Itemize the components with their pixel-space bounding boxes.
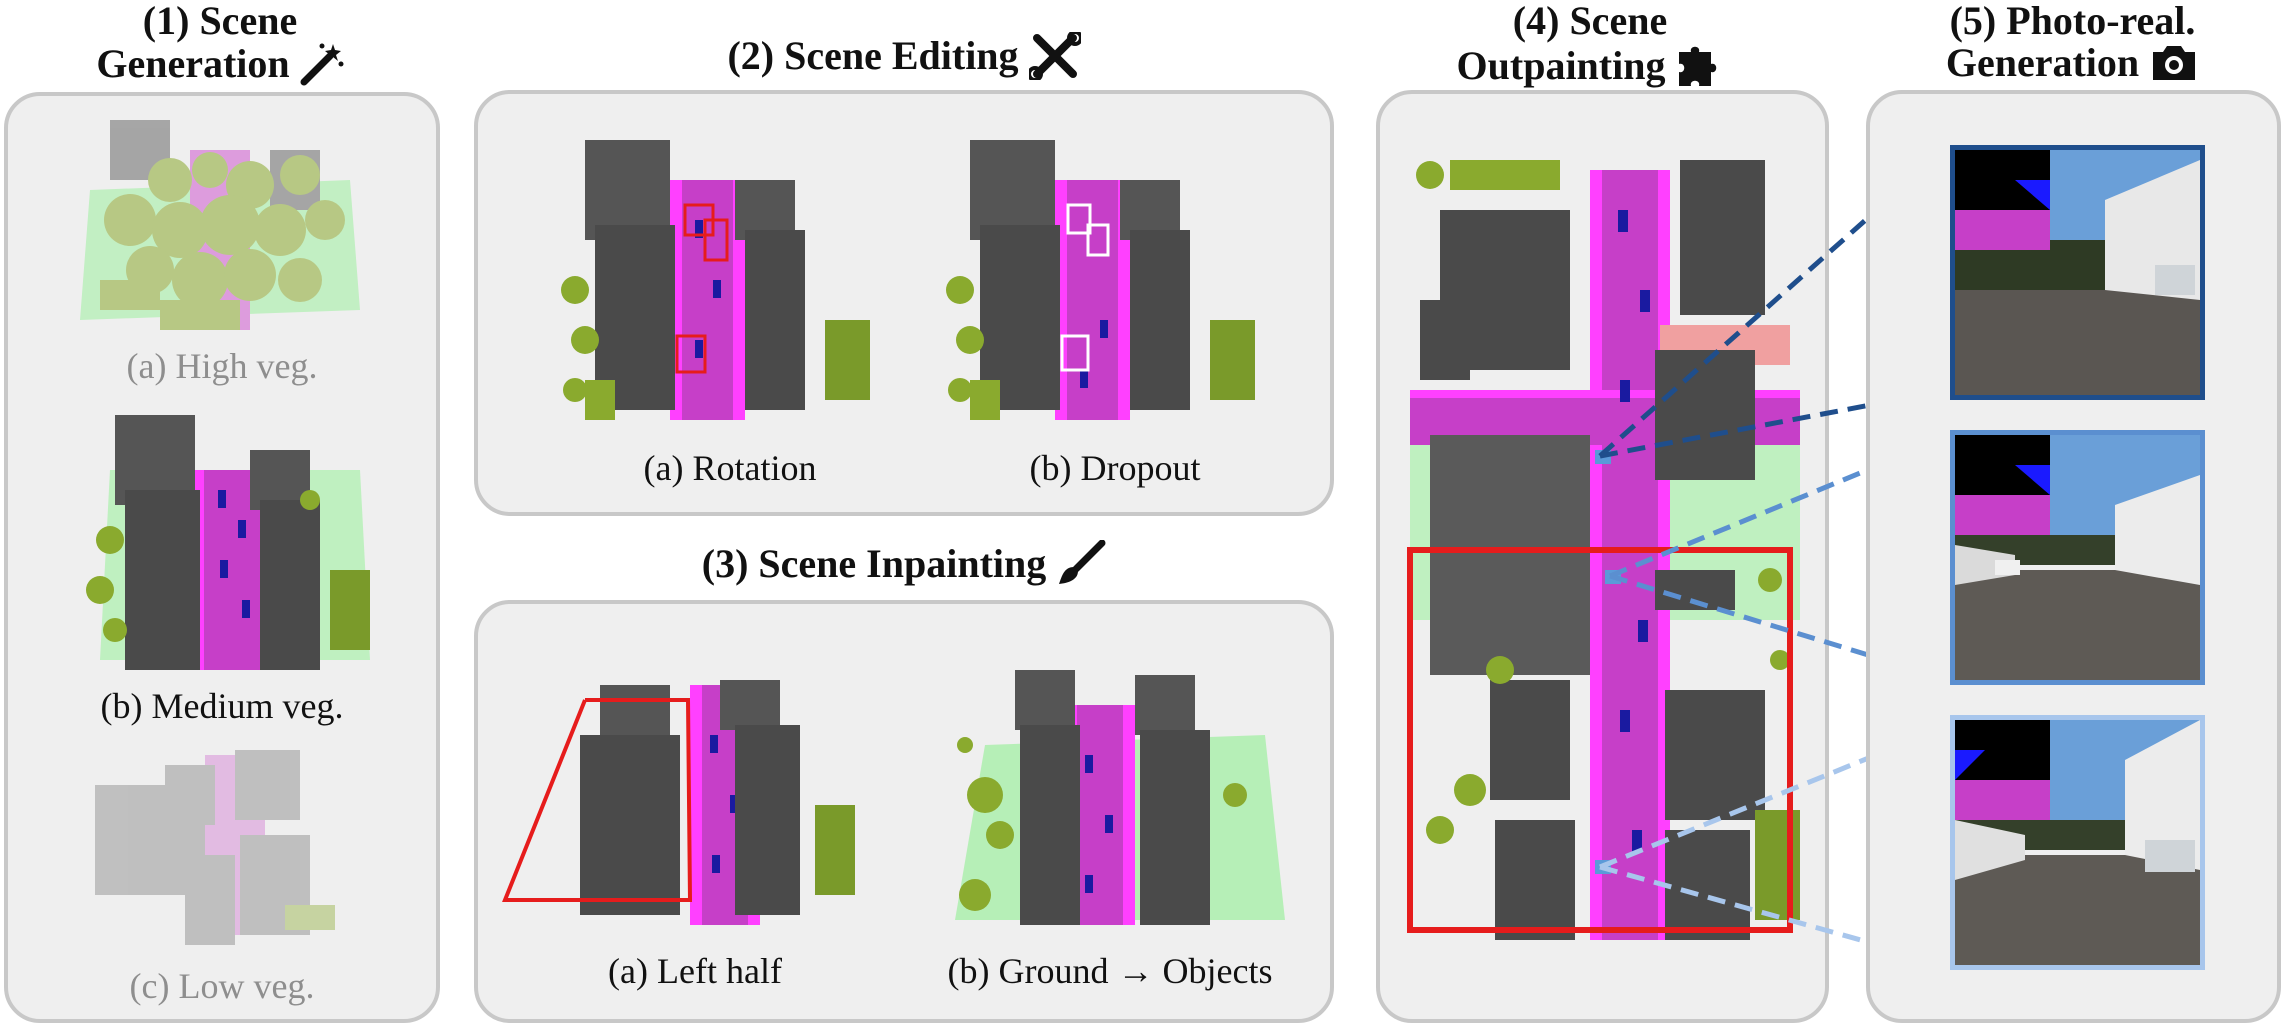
camera-icon bbox=[2149, 42, 2199, 92]
puzzle-icon bbox=[1675, 42, 1723, 98]
inpainting-title-text: (3) Scene Inpainting bbox=[701, 541, 1047, 587]
generation-title-line1: (1) Scene bbox=[142, 0, 298, 43]
editing-title: (2) Scene Editing bbox=[475, 30, 1333, 88]
scene-high-vegetation bbox=[80, 120, 360, 330]
scene-medium-vegetation bbox=[86, 415, 370, 670]
photo-view-1 bbox=[1950, 145, 2205, 400]
editing-title-text: (2) Scene Editing bbox=[727, 33, 1019, 79]
caption-high-veg: (a) High veg. bbox=[126, 346, 318, 386]
tools-icon bbox=[1026, 30, 1083, 88]
scene-ground-to-objects bbox=[955, 670, 1285, 925]
outpainting-title-line2: Outpainting bbox=[1456, 43, 1666, 89]
outpainting-title-line1: (4) Scene bbox=[1512, 0, 1668, 43]
caption-medium-veg: (b) Medium veg. bbox=[100, 686, 344, 726]
paintbrush-icon bbox=[1056, 539, 1106, 596]
photoreal-title-line1: (5) Photo-real. bbox=[1949, 0, 2196, 43]
caption-ground: (b) Ground bbox=[947, 951, 1109, 991]
photoreal-title-line2: Generation bbox=[1945, 40, 2140, 86]
caption-arrow: → bbox=[1117, 951, 1154, 991]
magic-wand-icon bbox=[300, 42, 344, 94]
caption-left-half: (a) Left half bbox=[608, 951, 782, 991]
caption-objects: Objects bbox=[1162, 951, 1273, 991]
caption-ground-to-objects: (b) Ground → Objects bbox=[900, 950, 1320, 992]
outpainting-title: (4) Scene Outpainting bbox=[1380, 0, 1800, 98]
photoreal-title: (5) Photo-real. Generation bbox=[1860, 0, 2285, 92]
caption-rotation: (a) Rotation bbox=[643, 448, 817, 488]
photo-view-2 bbox=[1950, 430, 2205, 685]
scene-low-vegetation bbox=[95, 750, 335, 945]
caption-low-veg: (c) Low veg. bbox=[129, 966, 315, 1006]
generation-title-line2: Generation bbox=[96, 41, 290, 87]
caption-dropout: (b) Dropout bbox=[1029, 448, 1201, 488]
photo-view-3 bbox=[1950, 715, 2205, 970]
scene-rotation bbox=[561, 140, 870, 420]
scene-outpainting bbox=[1407, 160, 1800, 940]
inpainting-title: (3) Scene Inpainting bbox=[475, 539, 1333, 596]
scene-left-half-inpainting bbox=[502, 680, 855, 925]
scene-dropout bbox=[946, 140, 1255, 420]
generation-title: (1) Scene Generation bbox=[30, 0, 410, 94]
